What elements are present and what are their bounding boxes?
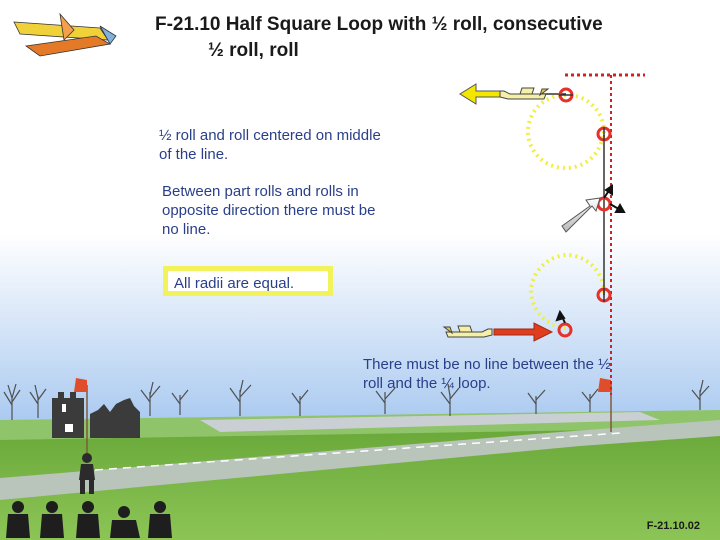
distant-runway — [200, 412, 660, 432]
judges-icon — [6, 501, 172, 538]
figure-code: F-21.10.02 — [646, 520, 700, 532]
note-centered: ½ roll and roll centered on middle of th… — [159, 127, 381, 163]
roll-direction-big-arrow — [561, 197, 601, 233]
flag-icon — [74, 378, 88, 455]
ground — [0, 428, 720, 540]
note-no-line-half-roll: There must be no line between the ½ roll… — [363, 356, 611, 392]
plane-exit-icon — [499, 87, 550, 100]
plane-logo-icon — [13, 12, 117, 57]
entry-arrow — [493, 322, 554, 342]
exit-arrow — [459, 83, 501, 105]
sky — [0, 0, 720, 425]
flag-icon — [598, 378, 612, 432]
plane-entry-icon — [442, 325, 493, 338]
roll-ticks — [559, 94, 605, 302]
runway — [0, 420, 720, 500]
view-line — [94, 432, 621, 471]
figure-title-line2: ½ roll, roll — [208, 40, 299, 61]
pilot-icon — [79, 453, 95, 494]
note-radii: All radii are equal. — [163, 266, 333, 296]
tree-icon — [3, 379, 710, 420]
note-no-line-opposite: Between part rolls and rolls in opposite… — [162, 183, 376, 238]
figure-title: F-21.10 Half Square Loop with ½ roll, co… — [155, 12, 675, 64]
figure-title-line1: F-21.10 Half Square Loop with ½ roll, co… — [155, 14, 603, 35]
roll-direction-arrows — [555, 184, 626, 324]
castle-icon — [52, 392, 140, 438]
